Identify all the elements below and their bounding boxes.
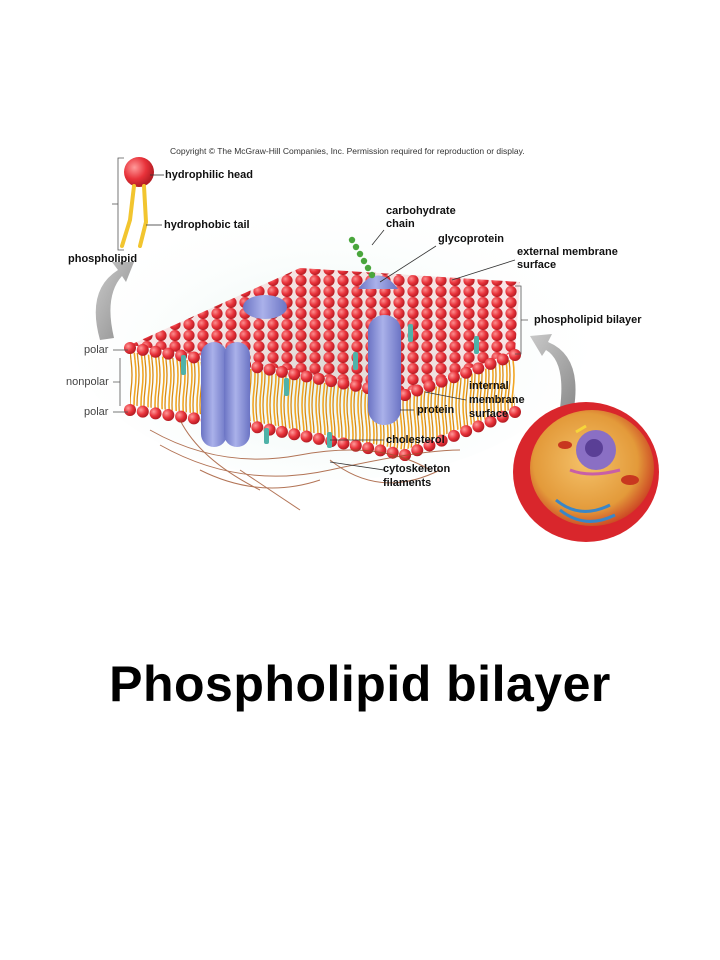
label-polar-top: polar: [84, 344, 109, 356]
head-bead: [472, 420, 485, 433]
label-nonpolar: nonpolar: [66, 376, 109, 388]
head-bead: [509, 349, 521, 361]
label-glycoprotein: glycoprotein: [438, 233, 505, 245]
label-carbohydrate-chain-line1: carbohydrate: [386, 205, 456, 217]
label-phospholipid: phospholipid: [68, 253, 138, 265]
cholesterol-molecules: [181, 324, 479, 448]
head-bead: [325, 375, 338, 388]
phospholipid-icon: [120, 157, 154, 248]
label-carbohydrate-chain-line2: chain: [386, 218, 415, 230]
membrane-front-tails: [130, 352, 405, 450]
label-protein: protein: [417, 404, 455, 416]
head-bead: [288, 368, 301, 381]
head-bead: [484, 415, 497, 428]
label-cytoskeleton-line1: cytoskeleton: [383, 463, 451, 475]
copyright-notice: Copyright © The McGraw-Hill Companies, I…: [170, 146, 525, 156]
label-internal-surface-line3: surface: [469, 408, 509, 420]
page-title: Phospholipid bilayer: [109, 656, 611, 712]
label-polar-bottom: polar: [84, 406, 109, 418]
label-external-surface-line2: surface: [517, 259, 557, 271]
head-bead: [162, 347, 175, 360]
head-bead: [136, 405, 149, 418]
head-bead: [312, 372, 325, 385]
head-bead: [187, 351, 200, 364]
head-bead: [175, 410, 188, 423]
leader-lines: [146, 174, 516, 471]
head-bead: [460, 366, 473, 379]
bilayer-bracket: [515, 285, 528, 355]
membrane-top-surface: [130, 268, 520, 392]
label-internal-surface-line2: membrane: [469, 394, 525, 406]
head-bead: [349, 379, 362, 392]
head-bead: [149, 407, 162, 420]
head-bead: [312, 432, 325, 445]
label-hydrophobic-tail: hydrophobic tail: [164, 219, 250, 231]
head-bead: [509, 406, 521, 418]
cell-illustration: [513, 402, 659, 542]
head-bead: [300, 430, 313, 443]
peripheral-protein: [243, 295, 287, 319]
head-bead: [374, 444, 387, 457]
transmembrane-protein-left: [201, 342, 250, 447]
head-bead: [460, 425, 473, 438]
head-bead: [263, 363, 276, 376]
transmembrane-protein-right: [368, 315, 401, 425]
label-internal-surface-line1: internal: [469, 380, 509, 392]
head-bead: [337, 437, 350, 450]
head-bead: [288, 428, 301, 441]
membrane-side-tails: [405, 358, 515, 450]
head-bead: [411, 384, 424, 397]
cytoskeleton-filaments: [149, 419, 461, 511]
head-bead: [275, 425, 288, 438]
head-bead: [251, 421, 264, 434]
head-bead: [337, 377, 350, 390]
head-bead: [124, 342, 136, 354]
label-cholesterol: cholesterol: [386, 434, 445, 446]
head-bead: [136, 343, 149, 356]
head-bead: [300, 370, 313, 383]
head-bead: [124, 404, 136, 416]
head-bead: [484, 357, 497, 370]
head-bead: [496, 410, 509, 423]
glycoprotein: [358, 275, 398, 289]
curved-arrow-left: [95, 262, 134, 340]
head-bead: [162, 409, 175, 421]
head-bead: [399, 389, 411, 401]
label-external-surface-line1: external membrane: [517, 246, 618, 258]
head-bead: [349, 439, 362, 452]
head-bead: [435, 434, 448, 447]
head-bead: [423, 380, 436, 393]
head-bead: [496, 353, 509, 366]
head-bead: [472, 362, 485, 375]
head-bead: [251, 361, 264, 374]
head-bead: [423, 439, 436, 452]
head-bead: [447, 371, 460, 384]
head-bead: [447, 429, 460, 442]
label-hydrophilic-head: hydrophilic head: [165, 169, 254, 181]
head-bead: [362, 442, 375, 455]
label-cytoskeleton-line2: filaments: [383, 477, 432, 489]
curved-arrow-right: [530, 334, 576, 408]
head-bead: [435, 375, 448, 388]
label-phospholipid-bilayer: phospholipid bilayer: [534, 314, 642, 326]
layer-brackets: [113, 349, 128, 413]
head-bead: [187, 412, 200, 425]
head-bead: [149, 345, 162, 358]
carbohydrate-chain: [348, 236, 376, 279]
head-bead: [275, 365, 288, 378]
